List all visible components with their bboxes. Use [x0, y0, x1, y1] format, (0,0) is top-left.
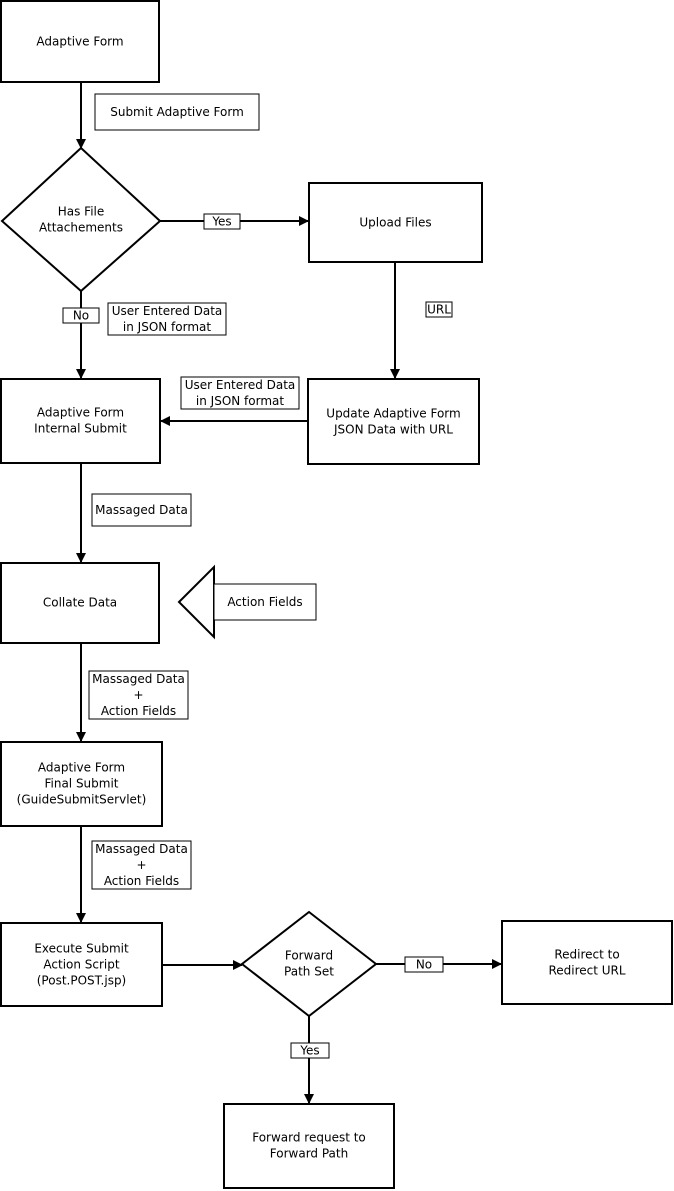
label-massaged-2-line-2: +: [133, 688, 143, 702]
node-forward-request-line-1: Forward request to: [252, 1131, 366, 1145]
label-massaged-2-line-1: Massaged Data: [92, 672, 185, 686]
node-final-submit-line-2: Final Submit: [44, 777, 118, 791]
node-collate-data: Collate Data: [0, 562, 160, 644]
node-adaptive-form-text: Adaptive Form: [36, 35, 123, 49]
node-adaptive-form: Adaptive Form: [0, 0, 160, 83]
label-no-redirect: No: [404, 956, 444, 973]
label-json-middle-line-1: User Entered Data: [185, 378, 296, 392]
label-no-internal-text: No: [73, 309, 89, 323]
label-submit-adaptive-form: Submit Adaptive Form: [94, 93, 260, 131]
node-collate-data-text: Collate Data: [43, 596, 117, 610]
action-fields-input-arrow: Action Fields: [177, 564, 317, 640]
label-json-middle-line-2: in JSON format: [196, 394, 284, 408]
decision-has-file-line-1: Has File: [58, 205, 105, 219]
node-upload-files: Upload Files: [308, 182, 483, 263]
label-url-text: URL: [427, 303, 451, 317]
label-yes-upload: Yes: [203, 213, 241, 230]
decision-has-file-attachments: Has File Attachements: [0, 146, 162, 293]
label-yes-forward-text: Yes: [299, 1044, 319, 1058]
node-final-submit: Adaptive Form Final Submit (GuideSubmitS…: [0, 741, 163, 827]
label-user-data-json-middle: User Entered Data in JSON format: [180, 376, 300, 410]
label-user-data-json-left: User Entered Data in JSON format: [107, 302, 227, 336]
node-final-submit-line-3: (GuideSubmitServlet): [17, 793, 147, 807]
label-massaged-data-1: Massaged Data: [91, 493, 192, 527]
label-json-left-line-2: in JSON format: [123, 320, 211, 334]
label-massaged-3-line-2: +: [136, 858, 146, 872]
label-no-internal: No: [62, 307, 100, 324]
label-url: URL: [425, 301, 453, 318]
node-internal-submit-line-2: Internal Submit: [34, 422, 127, 436]
node-redirect-line-1: Redirect to: [554, 948, 619, 962]
node-update-json-data: Update Adaptive Form JSON Data with URL: [307, 378, 480, 465]
label-massaged-3-line-3: Action Fields: [104, 874, 179, 888]
label-yes-upload-text: Yes: [211, 215, 231, 229]
label-massaged-1-text: Massaged Data: [95, 503, 188, 517]
action-fields-input-text: Action Fields: [227, 595, 302, 609]
node-execute-line-3: (Post.POST.jsp): [37, 974, 127, 988]
label-massaged-2-line-3: Action Fields: [101, 704, 176, 718]
node-redirect-url: Redirect to Redirect URL: [501, 920, 673, 1005]
label-massaged-data-3: Massaged Data + Action Fields: [91, 840, 192, 890]
node-internal-submit-line-1: Adaptive Form: [37, 406, 124, 420]
node-execute-submit-action: Execute Submit Action Script (Post.POST.…: [0, 922, 163, 1007]
decision-forward-line-2: Path Set: [284, 965, 334, 979]
label-massaged-data-2: Massaged Data + Action Fields: [88, 670, 189, 720]
label-json-left-line-1: User Entered Data: [112, 304, 223, 318]
label-no-redirect-text: No: [416, 958, 432, 972]
node-execute-line-2: Action Script: [43, 958, 119, 972]
label-yes-forward: Yes: [290, 1042, 330, 1059]
node-forward-request-line-2: Forward Path: [270, 1147, 348, 1161]
node-internal-submit: Adaptive Form Internal Submit: [0, 378, 161, 464]
node-update-json-line-2: JSON Data with URL: [333, 423, 453, 437]
node-execute-line-1: Execute Submit: [34, 942, 129, 956]
node-upload-files-text: Upload Files: [359, 216, 431, 230]
decision-forward-line-1: Forward: [285, 949, 333, 963]
decision-has-file-line-2: Attachements: [39, 221, 123, 235]
node-forward-request: Forward request to Forward Path: [223, 1103, 395, 1189]
node-final-submit-line-1: Adaptive Form: [38, 761, 125, 775]
decision-forward-path-set: Forward Path Set: [240, 910, 378, 1018]
node-update-json-line-1: Update Adaptive Form: [326, 407, 460, 421]
label-massaged-3-line-1: Massaged Data: [95, 842, 188, 856]
node-redirect-line-2: Redirect URL: [548, 964, 625, 978]
label-submit-adaptive-form-text: Submit Adaptive Form: [110, 105, 244, 119]
